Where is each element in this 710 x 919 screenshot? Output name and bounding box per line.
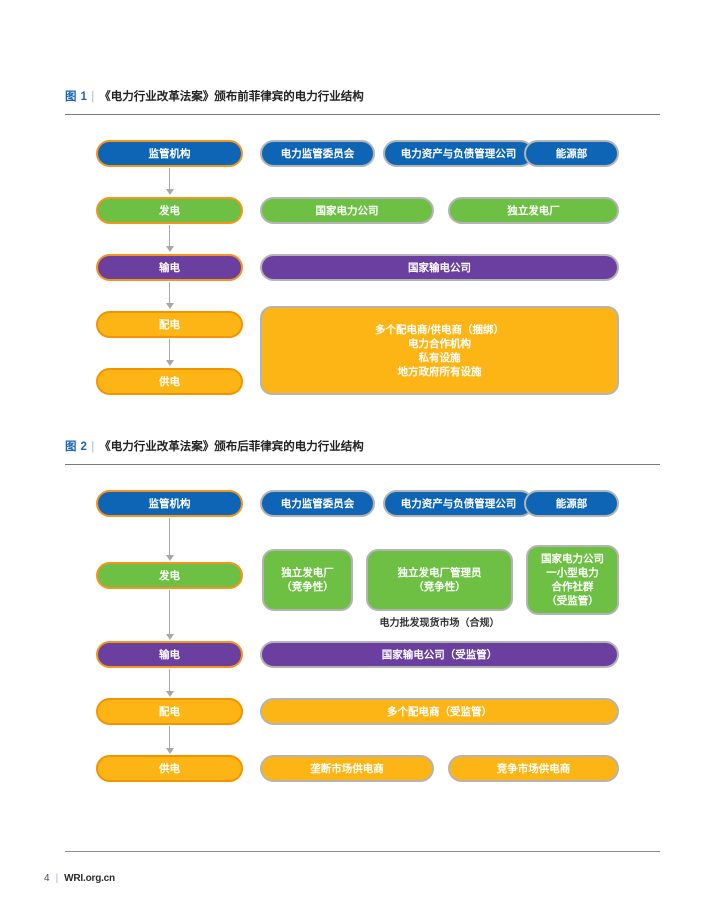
fig2-arrow-generation-transmission (164, 590, 176, 641)
fig1-stage-generation: 发电 (96, 197, 243, 224)
fig1-stage-regulator: 监管机构 (96, 140, 243, 167)
fig1-entity-napocor: 国家电力公司 (260, 197, 434, 224)
fig1-entity-transco: 国家输电公司 (260, 254, 619, 281)
figure-1-separator: | (91, 91, 95, 103)
figure-1-title-text: 《电力行业改革法案》颁布前菲律宾的电力行业结构 (99, 91, 364, 103)
figure-2-separator: | (91, 441, 95, 453)
figure-1-title: 图 1| 《电力行业改革法案》颁布前菲律宾的电力行业结构 (65, 89, 660, 105)
fig1-arrow-regulator-generation (164, 168, 176, 196)
fig2-market-caption: 电力批发现货市场（合规） (379, 618, 500, 629)
figure-2-divider (65, 464, 660, 465)
fig2-entity-psalm: 电力资产与负债管理公司 (383, 490, 534, 517)
footer-separator: | (55, 873, 59, 884)
fig1-stage-supply: 供电 (96, 368, 243, 395)
figure-1-divider (65, 114, 660, 115)
fig1-entity-psalm: 电力资产与负债管理公司 (383, 140, 534, 167)
footer-site-name: WRI.org.cn (64, 873, 115, 884)
fig1-arrow-distribution-supply (164, 339, 176, 367)
footer-page-number: 4 (44, 873, 50, 884)
fig1-stage-transmission: 输电 (96, 254, 243, 281)
fig1-entity-erc: 电力监管委员会 (260, 140, 375, 167)
fig2-entity-erc: 电力监管委员会 (260, 490, 375, 517)
fig2-entity-competitive-supplier: 竞争市场供电商 (448, 755, 619, 782)
fig2-entity-transco: 国家输电公司（受监管） (260, 641, 619, 668)
fig2-stage-distribution: 配电 (96, 698, 243, 725)
fig2-arrow-transmission-distribution (164, 669, 176, 698)
fig2-stage-regulator: 监管机构 (96, 490, 243, 517)
fig2-entity-distribution: 多个配电商（受监管） (260, 698, 619, 725)
footer-divider (65, 851, 660, 852)
footer: 4 | WRI.org.cn (44, 872, 115, 886)
fig2-stage-supply: 供电 (96, 755, 243, 782)
fig1-entity-ipp: 独立发电厂 (448, 197, 619, 224)
figure-2-title: 图 2| 《电力行业改革法案》颁布后菲律宾的电力行业结构 (65, 439, 660, 455)
fig2-entity-ipp: 独立发电厂 （竞争性） (262, 549, 353, 611)
fig2-stage-transmission: 输电 (96, 641, 243, 668)
fig1-stage-distribution: 配电 (96, 311, 243, 338)
fig1-arrow-transmission-distribution (164, 282, 176, 310)
fig2-arrow-regulator-generation (164, 518, 176, 562)
fig1-entity-doe: 能源部 (524, 140, 619, 167)
fig2-entity-captive-supplier: 垄断市场供电商 (260, 755, 434, 782)
fig2-arrow-distribution-supply (164, 726, 176, 755)
fig2-entity-ippa: 独立发电厂管理员 （竞争性） (366, 549, 513, 611)
fig1-arrow-generation-transmission (164, 225, 176, 253)
figure-1-label: 图 1 (65, 91, 88, 103)
fig2-entity-doe: 能源部 (524, 490, 619, 517)
fig2-stage-generation: 发电 (96, 562, 243, 589)
figure-2-title-text: 《电力行业改革法案》颁布后菲律宾的电力行业结构 (99, 441, 364, 453)
fig1-entity-distribution-supply: 多个配电商/供电商（捆绑） 电力合作机构 私有设施 地方政府所有设施 (260, 306, 619, 395)
figure-2-label: 图 2 (65, 441, 88, 453)
fig2-entity-napocor-spug: 国家电力公司 一小型电力 合作社群 （受监管） (526, 545, 619, 615)
